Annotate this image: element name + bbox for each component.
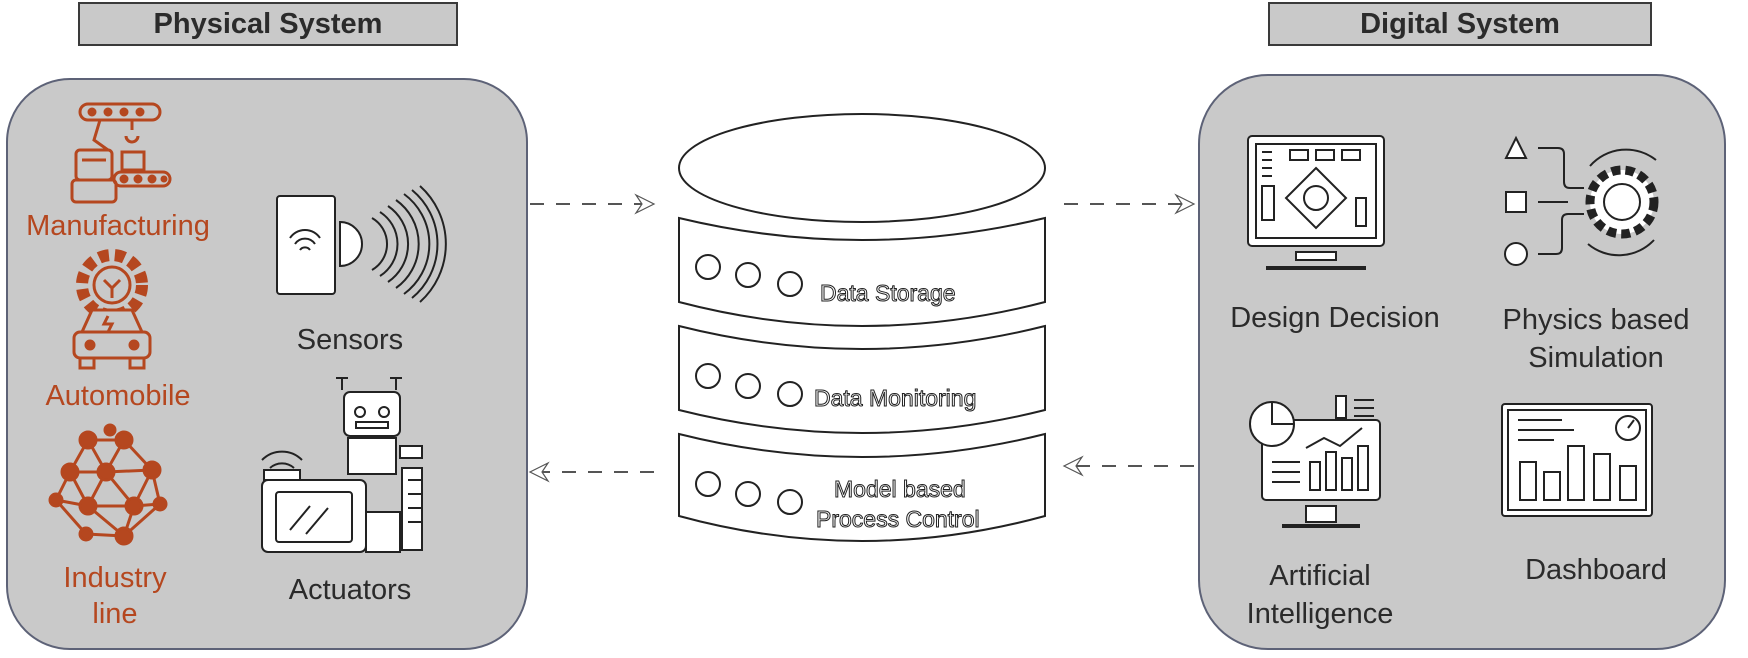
layer-label-data-monitoring: Data Monitoring [814,385,976,411]
label-automobile: Automobile [45,380,191,412]
digital-system-title: Digital System [1268,2,1652,46]
robot-machine-icon [261,377,423,553]
label-industry-line-1: Industry [63,562,167,594]
car-gear-icon [72,249,152,370]
shapes-gear-process-icon [1504,135,1659,266]
label-dashboard: Dashboard [1525,554,1667,586]
label-design-decision: Design Decision [1230,302,1440,334]
label-actuators: Actuators [288,574,412,606]
layer-label-data-storage: Data Storage [820,280,956,306]
label-simulation: Simulation [1528,342,1664,374]
label-intelligence: Intelligence [1246,598,1394,630]
database-layer-labels: Data Storage Data Monitoring Model based… [814,280,981,533]
conveyor-robot-arm-icon [70,102,172,204]
layer-label-process-control: Process Control [816,506,980,532]
layer-label-model-based: Model based [834,476,966,502]
label-sensors: Sensors [296,324,404,356]
physical-system-title-text: Physical System [153,7,383,40]
label-industry-line-2: line [92,598,138,630]
label-artificial: Artificial [1269,560,1371,592]
digital-system-title-text: Digital System [1360,7,1560,40]
network-globe-icon [48,423,168,546]
wireless-sensor-icon [276,185,447,303]
label-physics-based: Physics based [1502,304,1690,336]
circuit-monitor-icon [1247,135,1385,270]
bar-chart-dashboard-icon [1501,403,1653,517]
analytics-monitor-icon [1249,395,1381,528]
physical-system-title: Physical System [78,2,458,46]
digital-system-panel [1198,74,1726,650]
database-cylinder [678,113,1046,542]
label-manufacturing: Manufacturing [26,210,210,242]
